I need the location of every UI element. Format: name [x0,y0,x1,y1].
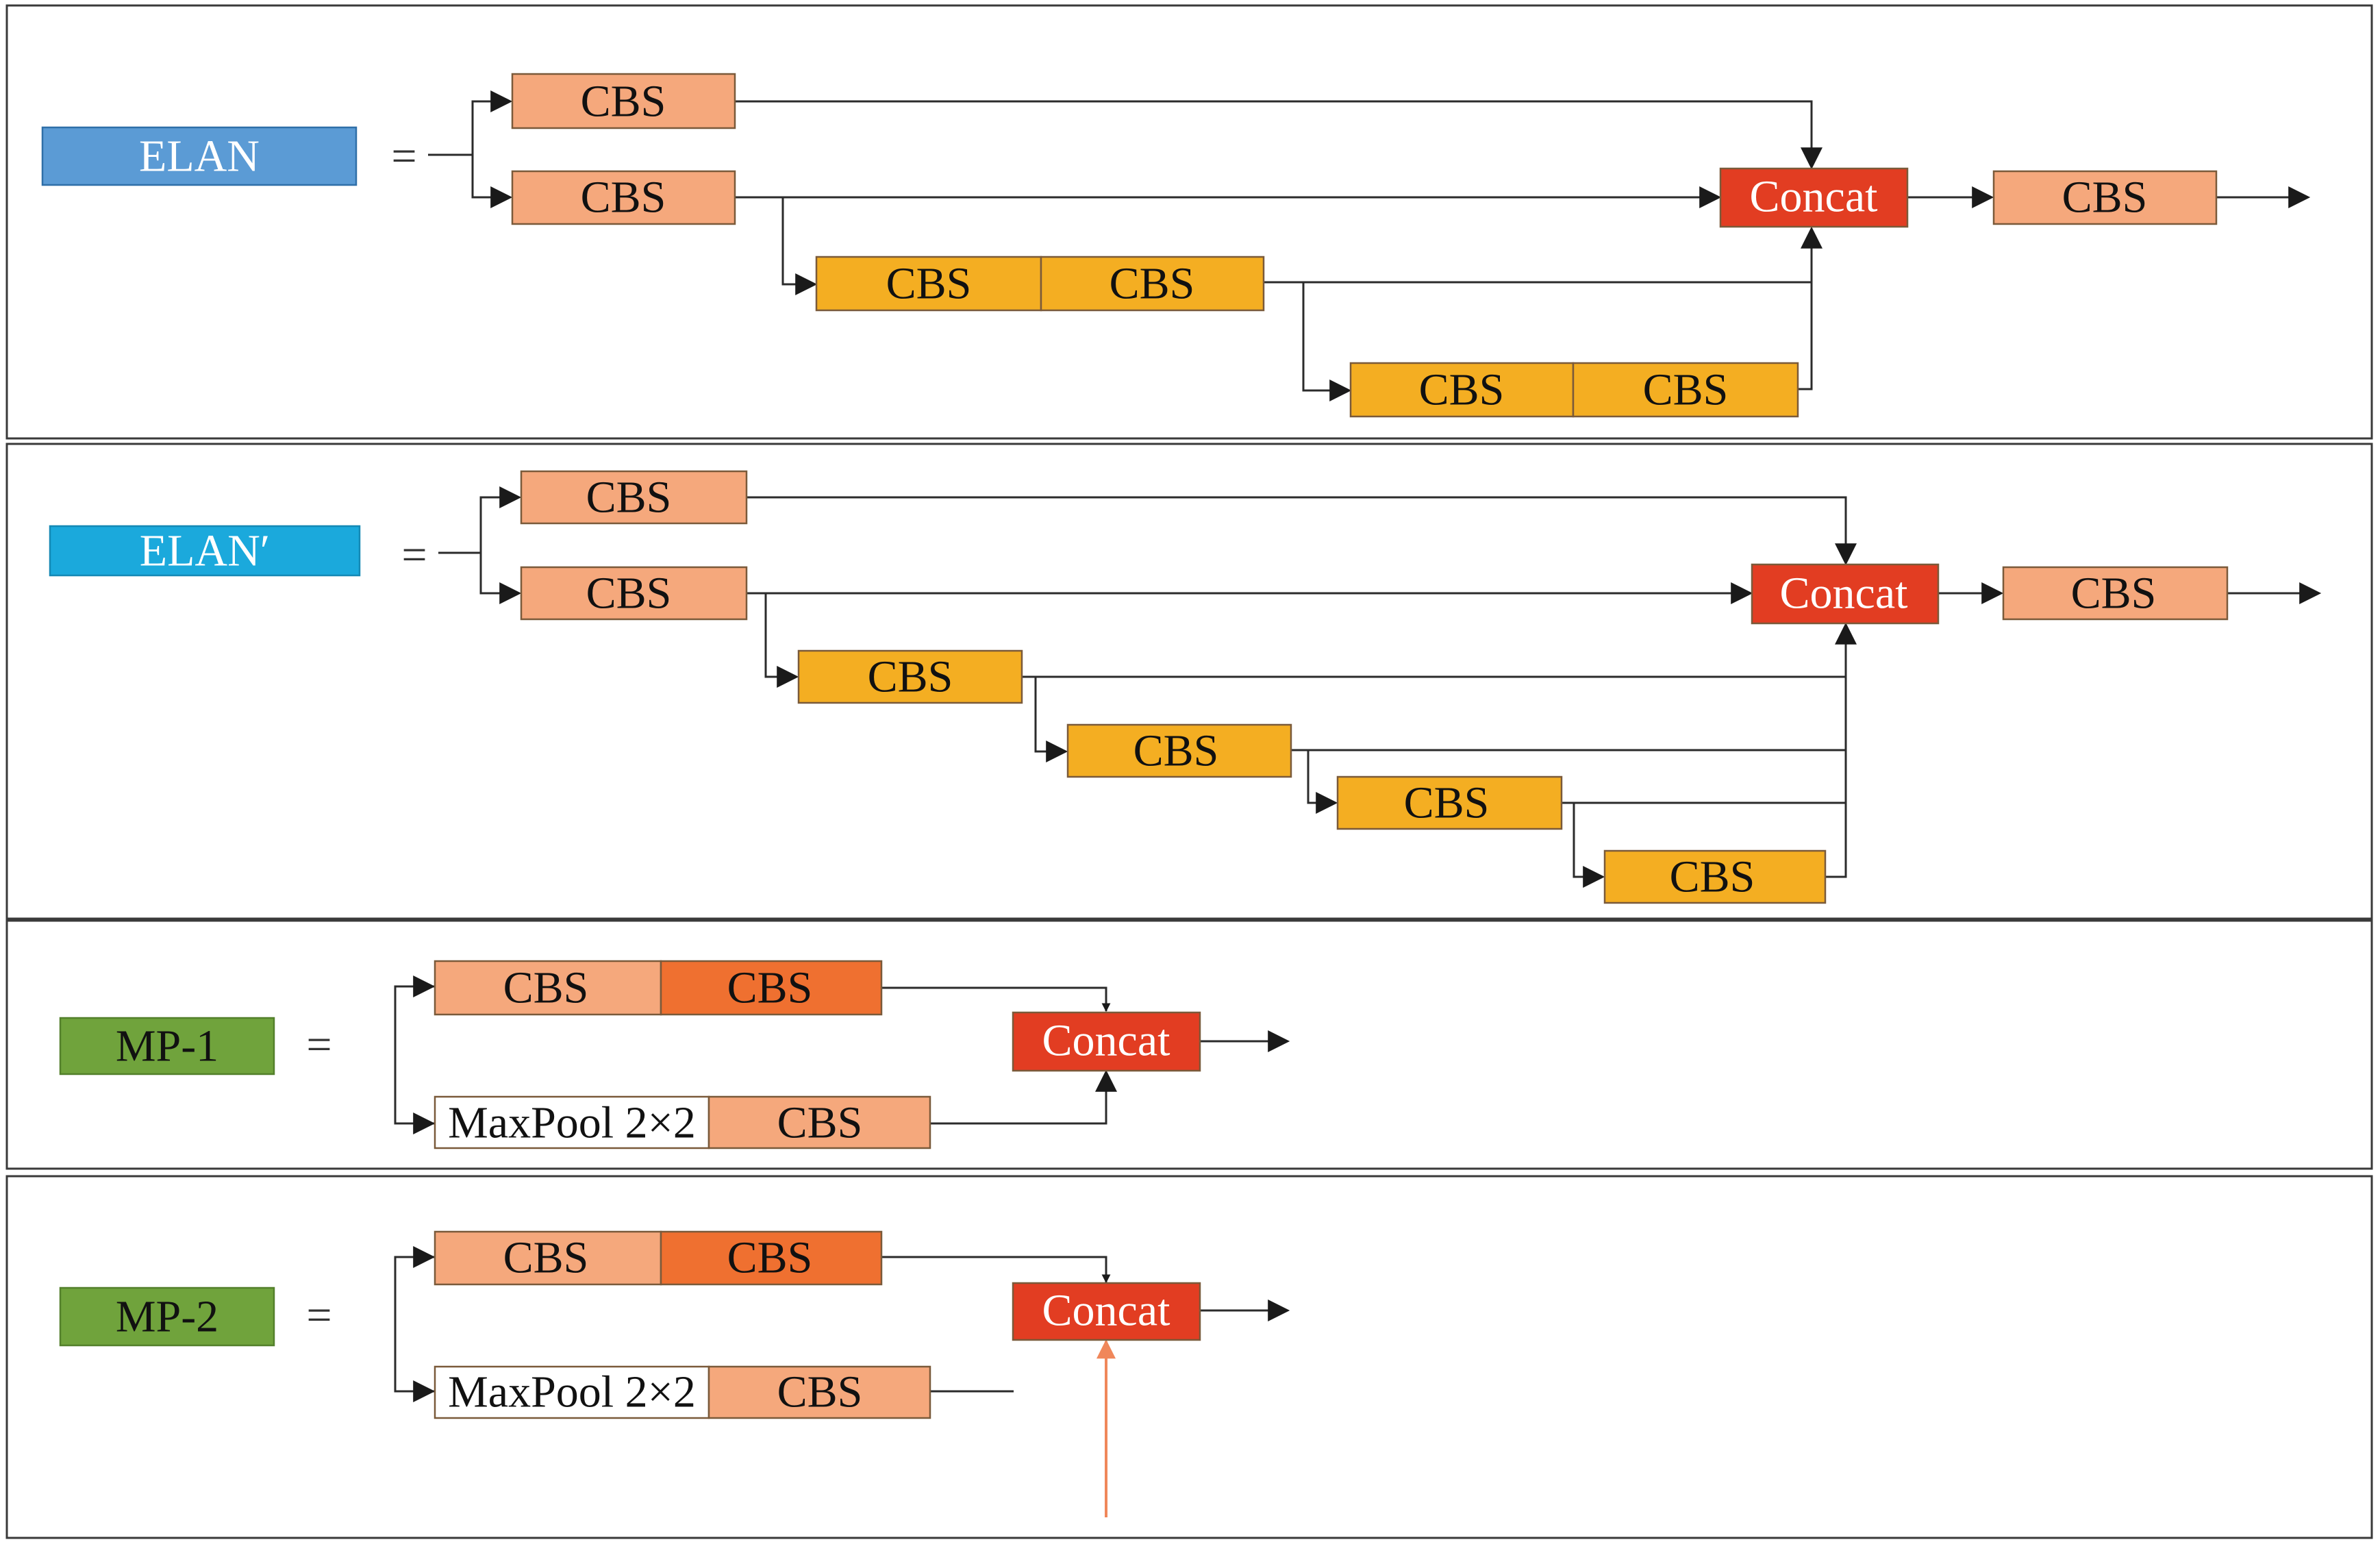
elan-prime-arrow-to-step3 [1307,750,1338,814]
mp2-maxpool-label: MaxPool 2×2 [448,1367,696,1417]
mp2-name-label: MP-2 [116,1292,218,1342]
elan-arrow-to-cbs-top [428,90,513,156]
elan-prime-cbs-step1-label: CBS [868,652,953,702]
mp1-cbs-top-b [660,960,883,1016]
mp1-arrow-top-to-concat [881,986,1111,1012]
elan-prime-equals-sign: = [401,530,427,580]
mp2-cbs-top-b [660,1230,883,1286]
elan-equals-sign: = [391,132,416,182]
mp2-equals-sign: = [306,1291,331,1341]
elan-name-label: ELAN [139,132,260,182]
elan-cbs-pair1-b-label: CBS [1110,259,1195,309]
mp1-cbs-bottom-label: CBS [777,1098,863,1148]
elan-cbs-top-label: CBS [581,77,666,127]
elan-prime-cbs-top-label: CBS [586,473,672,523]
elan-prime-cbs-top [520,470,748,525]
elan-name-badge [41,126,358,186]
elan-arrow-top-to-concat [735,100,1822,170]
mp1-maxpool [434,1095,710,1149]
elan-concat-label: Concat [1750,172,1878,222]
elan-cbs-pair1-b [1040,256,1265,312]
elan-cbs-pair2-b [1572,362,1799,418]
elan-cbs-pair1-a-label: CBS [886,259,972,309]
mp1-cbs-top-a [434,960,662,1016]
elan-cbs-pair2-a [1349,362,1575,418]
mp2-concat [1012,1282,1201,1341]
mp1-maxpool-label: MaxPool 2×2 [448,1098,696,1148]
panel-mp2: MP-2 = CBS CBS MaxPool 2×2 CBS Concat [5,1175,2373,1539]
elan-cbs-top [511,73,736,129]
mp2-arrow-top-to-concat [881,1256,1111,1284]
panel-elan-prime-frame [5,443,2373,920]
mp2-cbs-bottom-label: CBS [777,1367,863,1417]
elan-prime-cbs-out [2002,566,2229,621]
mp1-name-label: MP-1 [116,1021,218,1071]
elan-prime-cbs-step3 [1336,775,1563,830]
mp1-concat [1012,1011,1201,1072]
panel-elan-prime: ELAN′ = CBS CBS CBS CBS CBS [5,443,2373,920]
elan-arrow-pair2-to-concat [1798,226,1822,390]
mp1-name-badge [59,1017,275,1075]
mp1-cbs-bottom [707,1095,931,1149]
elan-prime-name-label: ELAN′ [140,526,270,576]
elan-cbs-out [1992,170,2218,225]
mp2-maxpool [434,1365,710,1419]
elan-prime-arrow-to-step4 [1573,803,1605,888]
mp1-equals-sign: = [306,1020,331,1070]
elan-prime-concat-label: Concat [1780,569,1908,619]
mp1-cbs-top-a-label: CBS [503,963,589,1013]
elan-cbs-pair1-a [815,256,1042,312]
elan-prime-cbs-out-label: CBS [2071,569,2157,619]
elan-prime-arrow-to-step1 [764,593,799,688]
mp2-cbs-top-a [434,1230,662,1286]
elan-prime-arrow-to-cbs-top [438,486,522,554]
elan-arrow-to-pair2 [1302,282,1352,401]
elan-cbs-pair2-b-label: CBS [1643,365,1729,415]
elan-cbs-out-label: CBS [2062,173,2148,223]
mp2-concat-label: Concat [1042,1286,1170,1336]
elan-prime-cbs-mid [520,566,748,621]
mp2-cbs-top-a-label: CBS [503,1233,589,1283]
elan-prime-arrow-to-step2 [1034,677,1068,762]
mp2-cbs-bottom [707,1365,931,1419]
panel-elan-frame [5,4,2373,440]
elan-prime-cbs-step4-label: CBS [1670,852,1755,902]
mp1-concat-label: Concat [1042,1016,1170,1066]
elan-cbs-mid-label: CBS [581,173,666,223]
elan-cbs-pair2-a-label: CBS [1419,365,1505,415]
mp1-cbs-top-b-label: CBS [727,963,813,1013]
elan-arrow-to-pair1 [781,197,818,295]
mp1-arrow-bottom-to-concat [930,1069,1117,1125]
elan-prime-arrow-step4-to-concat [1825,622,1857,878]
mp2-cbs-top-b-label: CBS [727,1233,813,1283]
elan-prime-cbs-step3-label: CBS [1404,778,1490,828]
panel-mp1: MP-1 = CBS CBS MaxPool 2×2 CBS Concat [5,919,2373,1170]
elan-arrow-to-cbs-mid [471,155,513,208]
panel-elan: ELAN = CBS CBS CBS CBS CBS CBS Concat [5,4,2373,440]
elan-prime-name-badge [49,525,361,577]
elan-prime-cbs-step2-label: CBS [1133,726,1219,776]
panel-mp2-frame [5,1175,2373,1539]
elan-connections [428,90,2311,401]
elan-prime-arrow-to-cbs-mid [479,553,522,604]
elan-prime-connections [438,486,2322,888]
mp2-name-badge [59,1286,275,1347]
elan-prime-arrow-top-to-concat [747,496,1857,566]
elan-concat [1719,167,1909,228]
mp2-connections [394,1246,1290,1517]
elan-prime-cbs-step4 [1603,849,1827,904]
elan-prime-cbs-mid-label: CBS [586,569,672,619]
elan-prime-cbs-step2 [1066,723,1292,778]
elan-prime-concat [1751,563,1940,625]
elan-prime-cbs-step1 [797,649,1023,704]
elan-cbs-mid [511,170,736,225]
mp1-connections [394,975,1290,1134]
